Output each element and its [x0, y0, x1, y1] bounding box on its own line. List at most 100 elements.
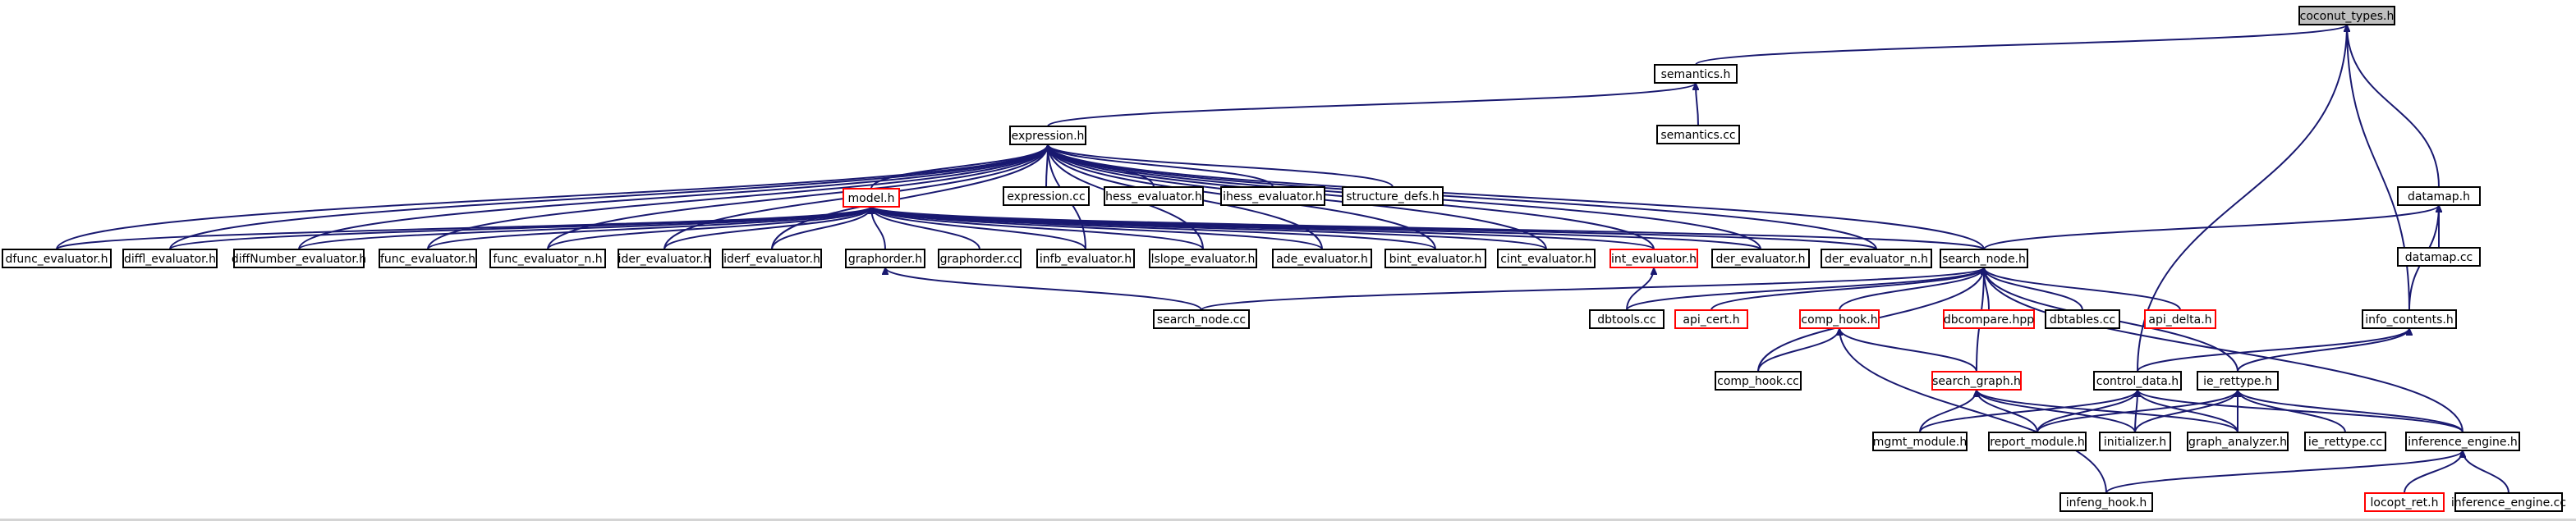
node-ie-rettype-h[interactable]: ie_rettype.h [2197, 371, 2279, 391]
node-hess-evaluator[interactable]: hess_evaluator.h [1104, 186, 1204, 206]
node-infb-evaluator[interactable]: infb_evaluator.h [1036, 249, 1135, 268]
node-control-data[interactable]: control_data.h [2093, 371, 2182, 391]
node-box[interactable] [1674, 309, 1748, 329]
node-box[interactable] [2397, 247, 2481, 267]
node-api-cert[interactable]: api_cert.h [1674, 309, 1748, 329]
node-structure-defs[interactable]: structure_defs.h [1342, 186, 1444, 206]
node-search-node-h[interactable]: search_node.h [1940, 249, 2028, 268]
node-coconut-types[interactable]: coconut_types.h [2298, 6, 2395, 25]
node-box[interactable] [2059, 492, 2153, 512]
node-box[interactable] [1943, 309, 2035, 329]
node-func-evaluator-n[interactable]: func_evaluator_n.h [489, 249, 606, 268]
node-graphorder-cc[interactable]: graphorder.cc [938, 249, 1022, 268]
node-box[interactable] [2187, 432, 2289, 451]
node-box[interactable] [938, 249, 1022, 268]
node-report-module[interactable]: report_module.h [1988, 432, 2087, 451]
node-box[interactable] [1342, 186, 1444, 206]
node-box[interactable] [489, 249, 606, 268]
node-diffl-evaluator[interactable]: diffl_evaluator.h [122, 249, 218, 268]
node-box[interactable] [2197, 371, 2279, 391]
node-datamap-h[interactable]: datamap.h [2397, 186, 2481, 206]
node-box[interactable] [122, 249, 218, 268]
node-box[interactable] [379, 249, 477, 268]
node-box[interactable] [2298, 6, 2395, 25]
node-ihess-evaluator[interactable]: ihess_evaluator.h [1220, 186, 1325, 206]
node-box[interactable] [1384, 249, 1486, 268]
node-inference-engine-cc[interactable]: inference_engine.cc [2451, 492, 2566, 512]
node-der-evaluator-n[interactable]: der_evaluator_n.h [1821, 249, 1932, 268]
node-box[interactable] [1153, 309, 1250, 329]
node-search-node-cc[interactable]: search_node.cc [1153, 309, 1250, 329]
node-box[interactable] [2397, 186, 2481, 206]
node-box[interactable] [1009, 126, 1086, 145]
node-dfunc-evaluator[interactable]: dfunc_evaluator.h [2, 249, 112, 268]
node-diffNumber-evaluator[interactable]: diffNumber_evaluator.h [232, 249, 366, 268]
node-expression-h[interactable]: expression.h [1009, 126, 1086, 145]
node-model-h[interactable]: model.h [843, 188, 900, 208]
node-iderf-evaluator[interactable]: iderf_evaluator.h [722, 249, 822, 268]
node-box[interactable] [1654, 64, 1738, 84]
node-search-graph[interactable]: search_graph.h [1931, 371, 2022, 391]
node-box[interactable] [1821, 249, 1932, 268]
node-der-evaluator[interactable]: der_evaluator.h [1711, 249, 1810, 268]
node-box[interactable] [1149, 249, 1257, 268]
node-inference-engine-h[interactable]: inference_engine.h [2405, 432, 2520, 451]
node-ie-rettype-cc[interactable]: ie_rettype.cc [2304, 432, 2386, 451]
node-box[interactable] [1003, 186, 1090, 206]
node-box[interactable] [1711, 249, 1810, 268]
node-expression-cc[interactable]: expression.cc [1003, 186, 1090, 206]
node-cint-evaluator[interactable]: cint_evaluator.h [1497, 249, 1596, 268]
node-semantics-h[interactable]: semantics.h [1654, 64, 1738, 84]
node-box[interactable] [1940, 249, 2028, 268]
node-mgmt-module[interactable]: mgmt_module.h [1872, 432, 1968, 451]
node-box[interactable] [2093, 371, 2182, 391]
node-box[interactable] [1104, 186, 1204, 206]
node-dbtools-cc[interactable]: dbtools.cc [1589, 309, 1665, 329]
node-comp-hook-h[interactable]: comp_hook.h [1799, 309, 1880, 329]
node-func-evaluator[interactable]: func_evaluator.h [379, 249, 477, 268]
node-box[interactable] [2364, 492, 2445, 512]
node-bint-evaluator[interactable]: bint_evaluator.h [1384, 249, 1486, 268]
node-box[interactable] [1609, 249, 1698, 268]
node-int-evaluator[interactable]: int_evaluator.h [1609, 249, 1698, 268]
node-box[interactable] [2362, 309, 2457, 329]
node-datamap-cc[interactable]: datamap.cc [2397, 247, 2481, 267]
node-box[interactable] [1799, 309, 1880, 329]
node-box[interactable] [1931, 371, 2022, 391]
node-box[interactable] [1872, 432, 1968, 451]
node-locopt-ret[interactable]: locopt_ret.h [2364, 492, 2445, 512]
node-box[interactable] [722, 249, 822, 268]
node-ade-evaluator[interactable]: ade_evaluator.h [1272, 249, 1372, 268]
node-box[interactable] [845, 249, 925, 268]
node-box[interactable] [2144, 309, 2216, 329]
node-initializer[interactable]: initializer.h [2099, 432, 2171, 451]
node-dbcompare[interactable]: dbcompare.hpp [1943, 309, 2035, 329]
node-comp-hook-cc[interactable]: comp_hook.cc [1715, 371, 1802, 391]
node-dbtables-cc[interactable]: dbtables.cc [2045, 309, 2120, 329]
node-infeng-hook[interactable]: infeng_hook.h [2059, 492, 2153, 512]
node-box[interactable] [2045, 309, 2120, 329]
node-api-delta[interactable]: api_delta.h [2144, 309, 2216, 329]
node-box[interactable] [2099, 432, 2171, 451]
node-box[interactable] [843, 188, 900, 208]
node-box[interactable] [1220, 186, 1325, 206]
node-box[interactable] [1272, 249, 1372, 268]
node-box[interactable] [1589, 309, 1665, 329]
node-box[interactable] [1036, 249, 1135, 268]
node-graphorder-h[interactable]: graphorder.h [845, 249, 925, 268]
node-box[interactable] [2, 249, 112, 268]
node-semantics-cc[interactable]: semantics.cc [1656, 125, 1740, 144]
node-box[interactable] [233, 249, 365, 268]
node-box[interactable] [2454, 492, 2563, 512]
node-box[interactable] [1656, 125, 1740, 144]
node-box[interactable] [618, 249, 711, 268]
node-info-contents[interactable]: info_contents.h [2362, 309, 2457, 329]
node-box[interactable] [1988, 432, 2087, 451]
node-ider-evaluator[interactable]: ider_evaluator.h [618, 249, 711, 268]
node-graph-analyzer[interactable]: graph_analyzer.h [2187, 432, 2289, 451]
node-box[interactable] [1715, 371, 1802, 391]
node-box[interactable] [2405, 432, 2520, 451]
node-box[interactable] [1497, 249, 1596, 268]
node-box[interactable] [2304, 432, 2386, 451]
node-lslope-evaluator[interactable]: lslope_evaluator.h [1149, 249, 1257, 268]
